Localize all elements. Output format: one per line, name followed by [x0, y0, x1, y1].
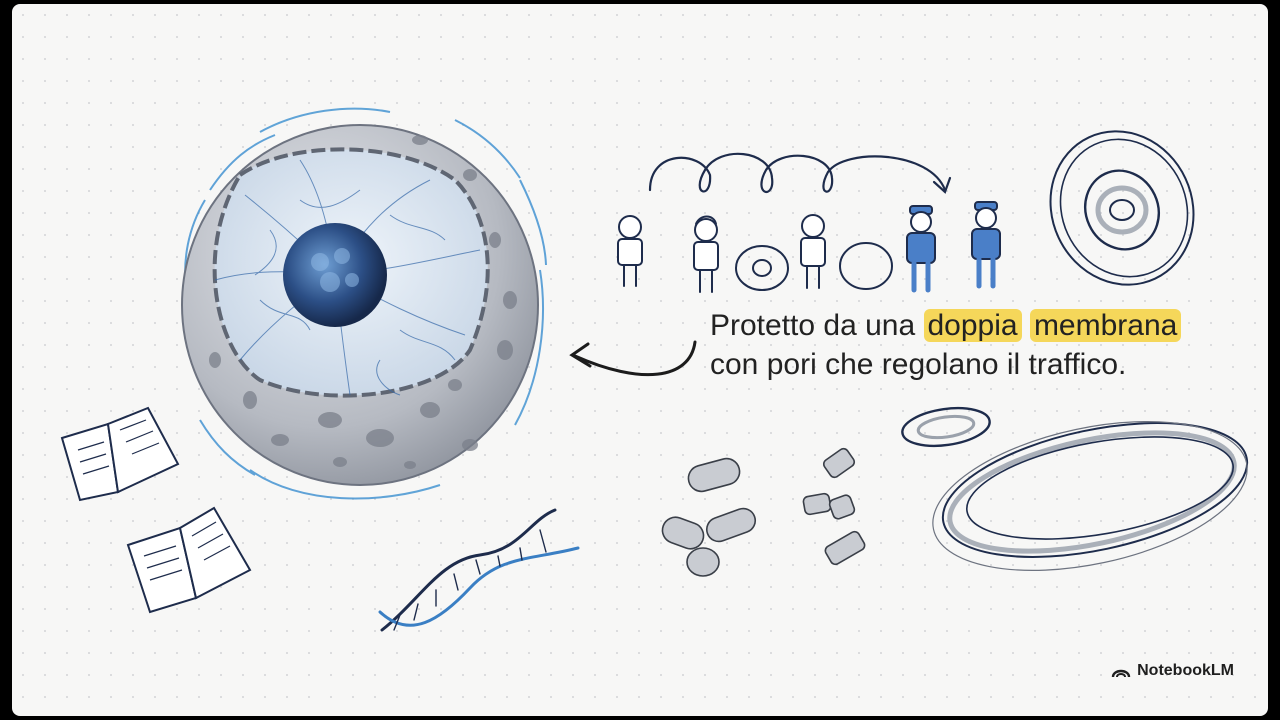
- person-figure-icon: [617, 215, 643, 287]
- guard-figure-icon: [971, 201, 1001, 289]
- cargo-molecules: [661, 447, 866, 577]
- caption-highlight-doppia: doppia: [923, 309, 1022, 342]
- notebooklm-logo-icon: [1111, 669, 1131, 678]
- arrow-to-nucleus-icon: [569, 340, 697, 377]
- caption-highlight-membrana: membrana: [1029, 309, 1182, 342]
- slide: Protetto da una doppia membrana con pori…: [12, 4, 1268, 716]
- person-figure-icon: [800, 214, 826, 289]
- person-figure-icon: [693, 215, 719, 293]
- nucleus-illustration: [181, 107, 547, 500]
- caption-part-2: [1022, 309, 1030, 342]
- notebooklm-brand: NotebookLM: [1111, 662, 1234, 680]
- membrane-rings-icon: [1049, 130, 1195, 286]
- brand-name: NotebookLM: [1137, 662, 1234, 679]
- illustration-canvas: [60, 107, 1249, 632]
- nuclear-pore-icon: [735, 245, 789, 291]
- nuclear-pore-icon: [839, 242, 893, 290]
- caption-part-3: con pori che regolano il traffico.: [710, 348, 1127, 381]
- traffic-loop-arrow-icon: [648, 152, 952, 194]
- dna-helix-icon: [378, 508, 580, 632]
- small-pore-ring-icon: [901, 406, 991, 448]
- people-row: [617, 201, 1001, 293]
- book-icon: [60, 406, 180, 502]
- guard-figure-icon: [906, 205, 936, 293]
- caption-part-1: Protetto da una: [710, 309, 924, 342]
- caption-text: Protetto da una doppia membrana con pori…: [710, 306, 1230, 384]
- large-membrane-ellipse-icon: [932, 421, 1249, 571]
- book-icon: [126, 506, 252, 614]
